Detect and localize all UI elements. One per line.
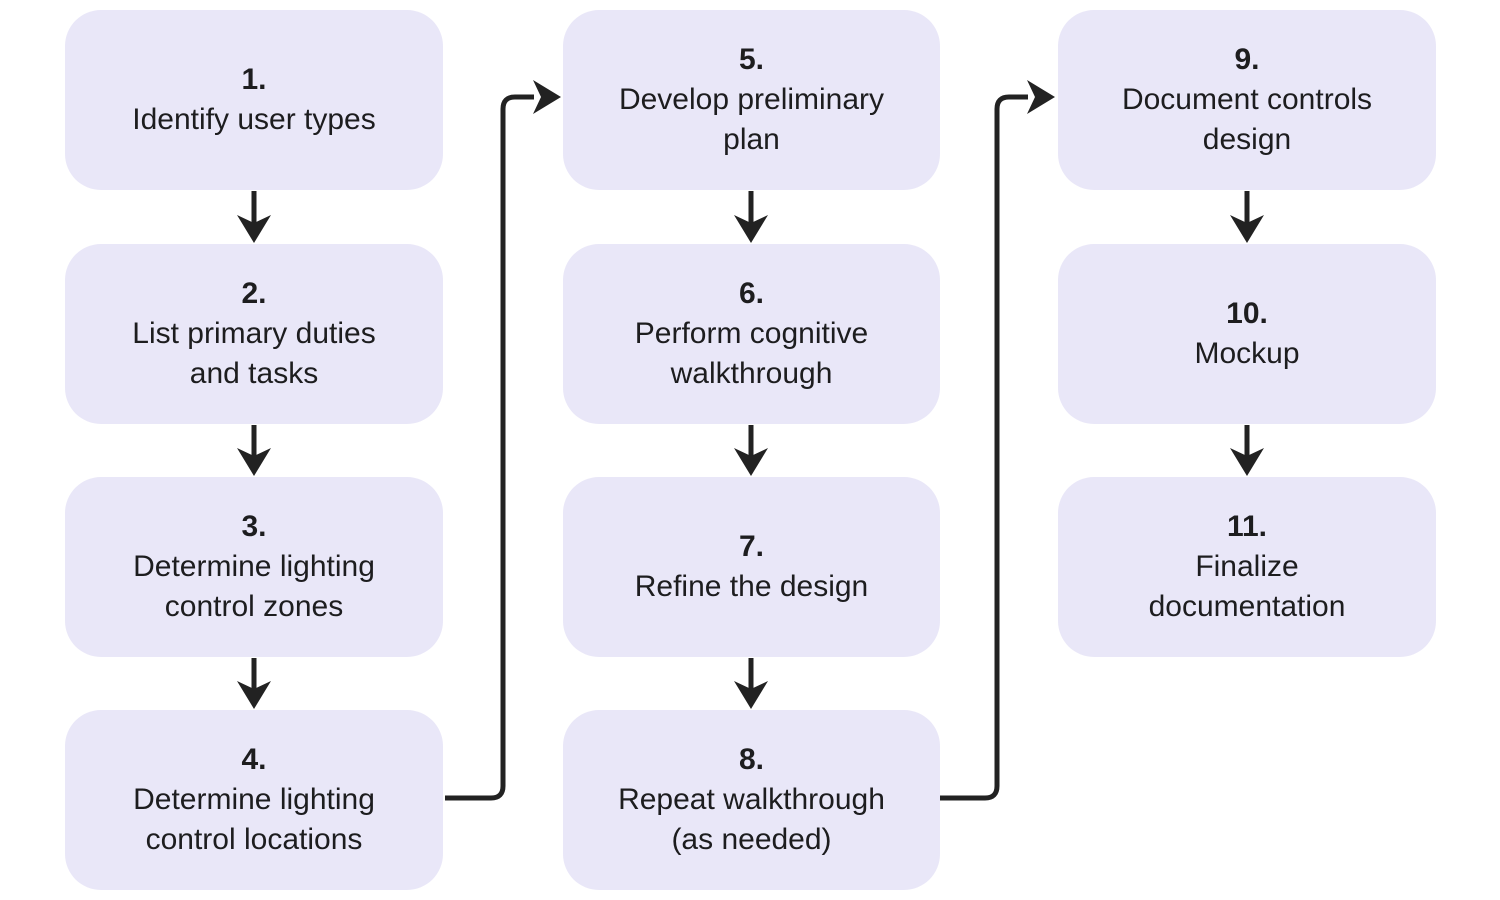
flow-node-2: 2. List primary duties and tasks [65,244,443,424]
node-number: 5. [738,43,765,76]
flow-node-4: 4. Determine lighting control locations [65,710,443,890]
flow-node-7: 7. Refine the design [563,477,940,657]
node-label: Identify user types [132,103,376,136]
node-number: 6. [738,277,765,310]
connector-4-5 [445,80,561,801]
node-label: Perform cognitive walkthrough [634,317,869,390]
node-label: Determine lighting control locations [133,783,375,856]
arrow-5-6 [734,191,768,243]
node-number: 2. [241,277,267,310]
node-number: 3. [241,510,267,543]
node-label: Repeat walkthrough (as needed) [618,783,885,856]
arrow-6-7 [734,425,768,476]
flow-node-5: 5. Develop preliminary plan [563,10,940,190]
node-number: 10. [1226,297,1268,330]
arrow-2-3 [237,425,271,476]
flow-node-8: 8. Repeat walkthrough (as needed) [563,710,940,890]
node-number: 11. [1226,510,1268,543]
flow-node-3: 3. Determine lighting control zones [65,477,443,657]
node-number: 9. [1234,43,1260,76]
node-label: Document controls design [1121,83,1373,156]
flow-node-10: 10. Mockup [1058,244,1436,424]
flow-node-9: 9. Document controls design [1058,10,1436,190]
node-label: Determine lighting control zones [133,550,375,623]
node-label: Develop preliminary plan [618,83,885,156]
arrow-1-2 [237,191,271,243]
flow-node-1: 1. Identify user types [65,10,443,190]
arrow-9-10 [1230,191,1264,243]
arrow-10-11 [1230,425,1264,476]
node-label: Refine the design [634,570,869,603]
node-label: Mockup [1194,337,1300,370]
node-label: Finalize documentation [1148,550,1346,623]
node-number: 8. [738,743,765,776]
node-number: 7. [738,530,765,563]
connector-8-9 [940,80,1055,801]
node-number: 1. [241,63,267,96]
flow-node-11: 11. Finalize documentation [1058,477,1436,657]
flow-node-6: 6. Perform cognitive walkthrough [563,244,940,424]
arrow-3-4 [237,658,271,709]
node-label: List primary duties and tasks [132,317,376,390]
arrow-7-8 [734,658,768,709]
node-number: 4. [241,743,267,776]
